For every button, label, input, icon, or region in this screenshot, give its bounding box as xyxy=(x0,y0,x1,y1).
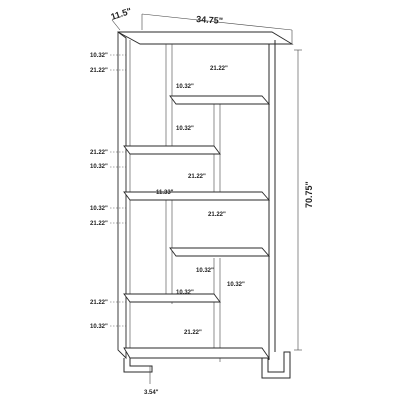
shelf-4 xyxy=(169,247,270,257)
left-label-6: 21.22" xyxy=(90,221,108,227)
top-panel xyxy=(117,31,294,45)
shelf-2 xyxy=(123,145,221,155)
left-side-panel xyxy=(117,31,127,360)
interior-label-8: 10.32" xyxy=(227,282,245,288)
left-leg xyxy=(123,358,153,373)
left-label-4: 10.32" xyxy=(90,164,108,170)
interior-label-3: 10.32" xyxy=(176,126,194,132)
left-label-1: 10.32" xyxy=(90,53,108,59)
dimension-labels: 11.5" 34.75" 70.75" 10.32" 21.22" 21.22"… xyxy=(90,6,314,396)
depth-label: 11.5" xyxy=(110,6,133,22)
shelf-1 xyxy=(169,95,270,105)
left-label-7: 21.22" xyxy=(90,300,108,306)
shelf-5 xyxy=(123,293,221,303)
interior-label-1: 21.22" xyxy=(210,66,228,72)
left-guides xyxy=(110,54,126,327)
interior-label-4: 21.22" xyxy=(188,174,206,180)
interior-label-7: 10.32" xyxy=(196,268,214,274)
shelf-3 xyxy=(123,191,270,201)
bottom-shelf xyxy=(123,347,270,359)
left-label-8: 10.32" xyxy=(90,324,108,330)
height-label: 70.75" xyxy=(304,181,314,208)
interior-label-9: 10.32" xyxy=(176,290,194,296)
interior-label-6: 21.22" xyxy=(208,212,226,218)
interior-label-5: 11.33" xyxy=(156,190,174,196)
bookcase-frame xyxy=(117,31,294,362)
right-leg xyxy=(261,351,291,379)
leg-height-label: 3.54" xyxy=(144,390,159,396)
interior-label-10: 21.22" xyxy=(184,330,202,336)
interior-label-2: 10.32" xyxy=(176,84,194,90)
left-label-2: 21.22" xyxy=(90,68,108,74)
left-label-5: 10.32" xyxy=(90,206,108,212)
legs xyxy=(123,351,291,379)
width-label: 34.75" xyxy=(196,14,223,26)
top-dimensions xyxy=(111,13,302,384)
shelves xyxy=(123,95,270,359)
left-label-3: 21.22" xyxy=(90,150,108,156)
